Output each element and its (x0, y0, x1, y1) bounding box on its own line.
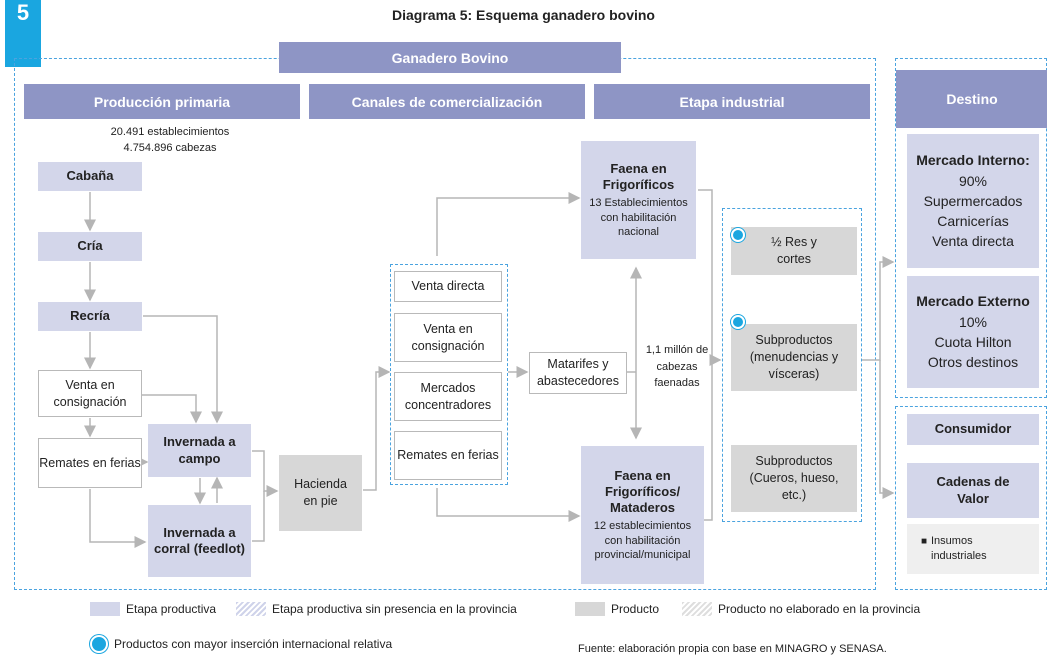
mercado-externo-title: Mercado Externo (916, 293, 1030, 310)
legend-producto-no-elaborado: Producto no elaborado en la provincia (682, 602, 920, 616)
canal-item: Venta directa (394, 271, 502, 302)
mercado-interno-item: Venta directa (932, 233, 1014, 250)
remates-ferias-box: Remates en ferias (38, 438, 142, 488)
insumos-label: Insumos industriales (931, 535, 987, 562)
legend-label: Productos con mayor inserción internacio… (114, 637, 393, 651)
cria-box: Cría (38, 232, 142, 261)
faena-frigorificos-box: Faena en Frigoríficos 13 Establecimiento… (581, 141, 696, 259)
legend-swatch (575, 602, 605, 616)
invernada-campo-box: Invernada a campo (148, 424, 251, 477)
mercado-externo-box: Mercado Externo 10% Cuota Hilton Otros d… (907, 276, 1039, 388)
faena-mataderos-box: Faena en Frigoríficos/ Mataderos 12 esta… (581, 446, 704, 584)
mercado-externo-pct: 10% (958, 313, 988, 330)
faena-mataderos-title: Faena en Frigoríficos/ Mataderos (604, 467, 681, 516)
legend-swatch (682, 602, 712, 616)
venta-consignacion-box: Venta en consignación (38, 370, 142, 417)
recria-box: Recría (38, 302, 142, 331)
legend-label: Etapa productiva sin presencia en la pro… (272, 602, 517, 616)
cabana-box: Cabaña (38, 162, 142, 191)
invernada-corral-box: Invernada a corral (feedlot) (148, 505, 251, 577)
insumos-box: ■ Insumos industriales (907, 524, 1039, 574)
mercado-externo-item: Cuota Hilton (934, 334, 1012, 350)
legend-etapa-sin-presencia: Etapa productiva sin presencia en la pro… (236, 602, 517, 616)
mercado-interno-item: Supermercados (923, 192, 1023, 209)
legend-label: Producto no elaborado en la provincia (718, 602, 921, 616)
productos-container (722, 208, 862, 522)
legend-label: Etapa productiva (126, 602, 217, 616)
canal-item: Mercados concentradores (394, 372, 502, 421)
legend-swatch (236, 602, 266, 616)
section-canales: Canales de comercialización (309, 84, 585, 119)
stat-cabezas: 4.754.896 cabezas (123, 142, 217, 154)
canal-item: Venta en consignación (394, 313, 502, 362)
source-note: Fuente: elaboración propia con base en M… (578, 643, 887, 655)
international-insertion-icon (90, 635, 108, 653)
legend-label: Producto (611, 602, 660, 616)
section-destino: Destino (896, 70, 1047, 128)
section-produccion-primaria: Producción primaria (24, 84, 300, 119)
mercado-interno-title: Mercado Interno: (916, 152, 1030, 169)
hacienda-en-pie-box: Hacienda en pie (279, 455, 362, 531)
faena-frigorificos-detail: 13 Establecimientos con habilitación nac… (589, 197, 688, 238)
mercado-interno-box: Mercado Interno: 90% Supermercados Carni… (907, 134, 1039, 268)
consumidor-box: Consumidor (907, 414, 1039, 445)
faena-frigorificos-title: Faena en Frigoríficos (602, 160, 675, 193)
legend-etapa-productiva: Etapa productiva (90, 602, 216, 616)
producto-res-cortes: ½ Res y cortes (731, 227, 857, 275)
producto-menudencias: Subproductos (menudencias y vísceras) (731, 324, 857, 391)
mercado-externo-item: Otros destinos (927, 354, 1019, 371)
international-insertion-icon (731, 315, 745, 329)
canales-container (390, 264, 508, 485)
section-etapa-industrial: Etapa industrial (594, 84, 870, 119)
legend-insercion: Productos con mayor inserción internacio… (90, 635, 392, 653)
canal-item: Remates en ferias (394, 431, 502, 480)
diagram-title: Diagrama 5: Esquema ganadero bovino (392, 7, 655, 23)
cabezas-faenadas-label: 1,1 millón de cabezas faenadas (645, 344, 709, 389)
ganadero-bovino-header: Ganadero Bovino (279, 42, 621, 73)
legend-producto: Producto (575, 602, 659, 616)
stat-establecimientos: 20.491 establecimientos (110, 126, 230, 138)
legend-swatch (90, 602, 120, 616)
corner-number-badge: 5 (5, 0, 41, 67)
faena-mataderos-detail: 12 establecimientos con habilitación pro… (593, 520, 692, 562)
cadenas-valor-box: Cadenas de Valor (907, 463, 1039, 518)
mercado-interno-pct: 90% (958, 172, 988, 189)
bullet-icon: ■ (921, 536, 928, 547)
mercado-interno-item: Carnicerías (937, 213, 1009, 230)
producto-cueros: Subproductos (Cueros, hueso, etc.) (731, 445, 857, 512)
matarifes-box: Matarifes y abastecedores (529, 352, 627, 394)
international-insertion-icon (731, 228, 745, 242)
